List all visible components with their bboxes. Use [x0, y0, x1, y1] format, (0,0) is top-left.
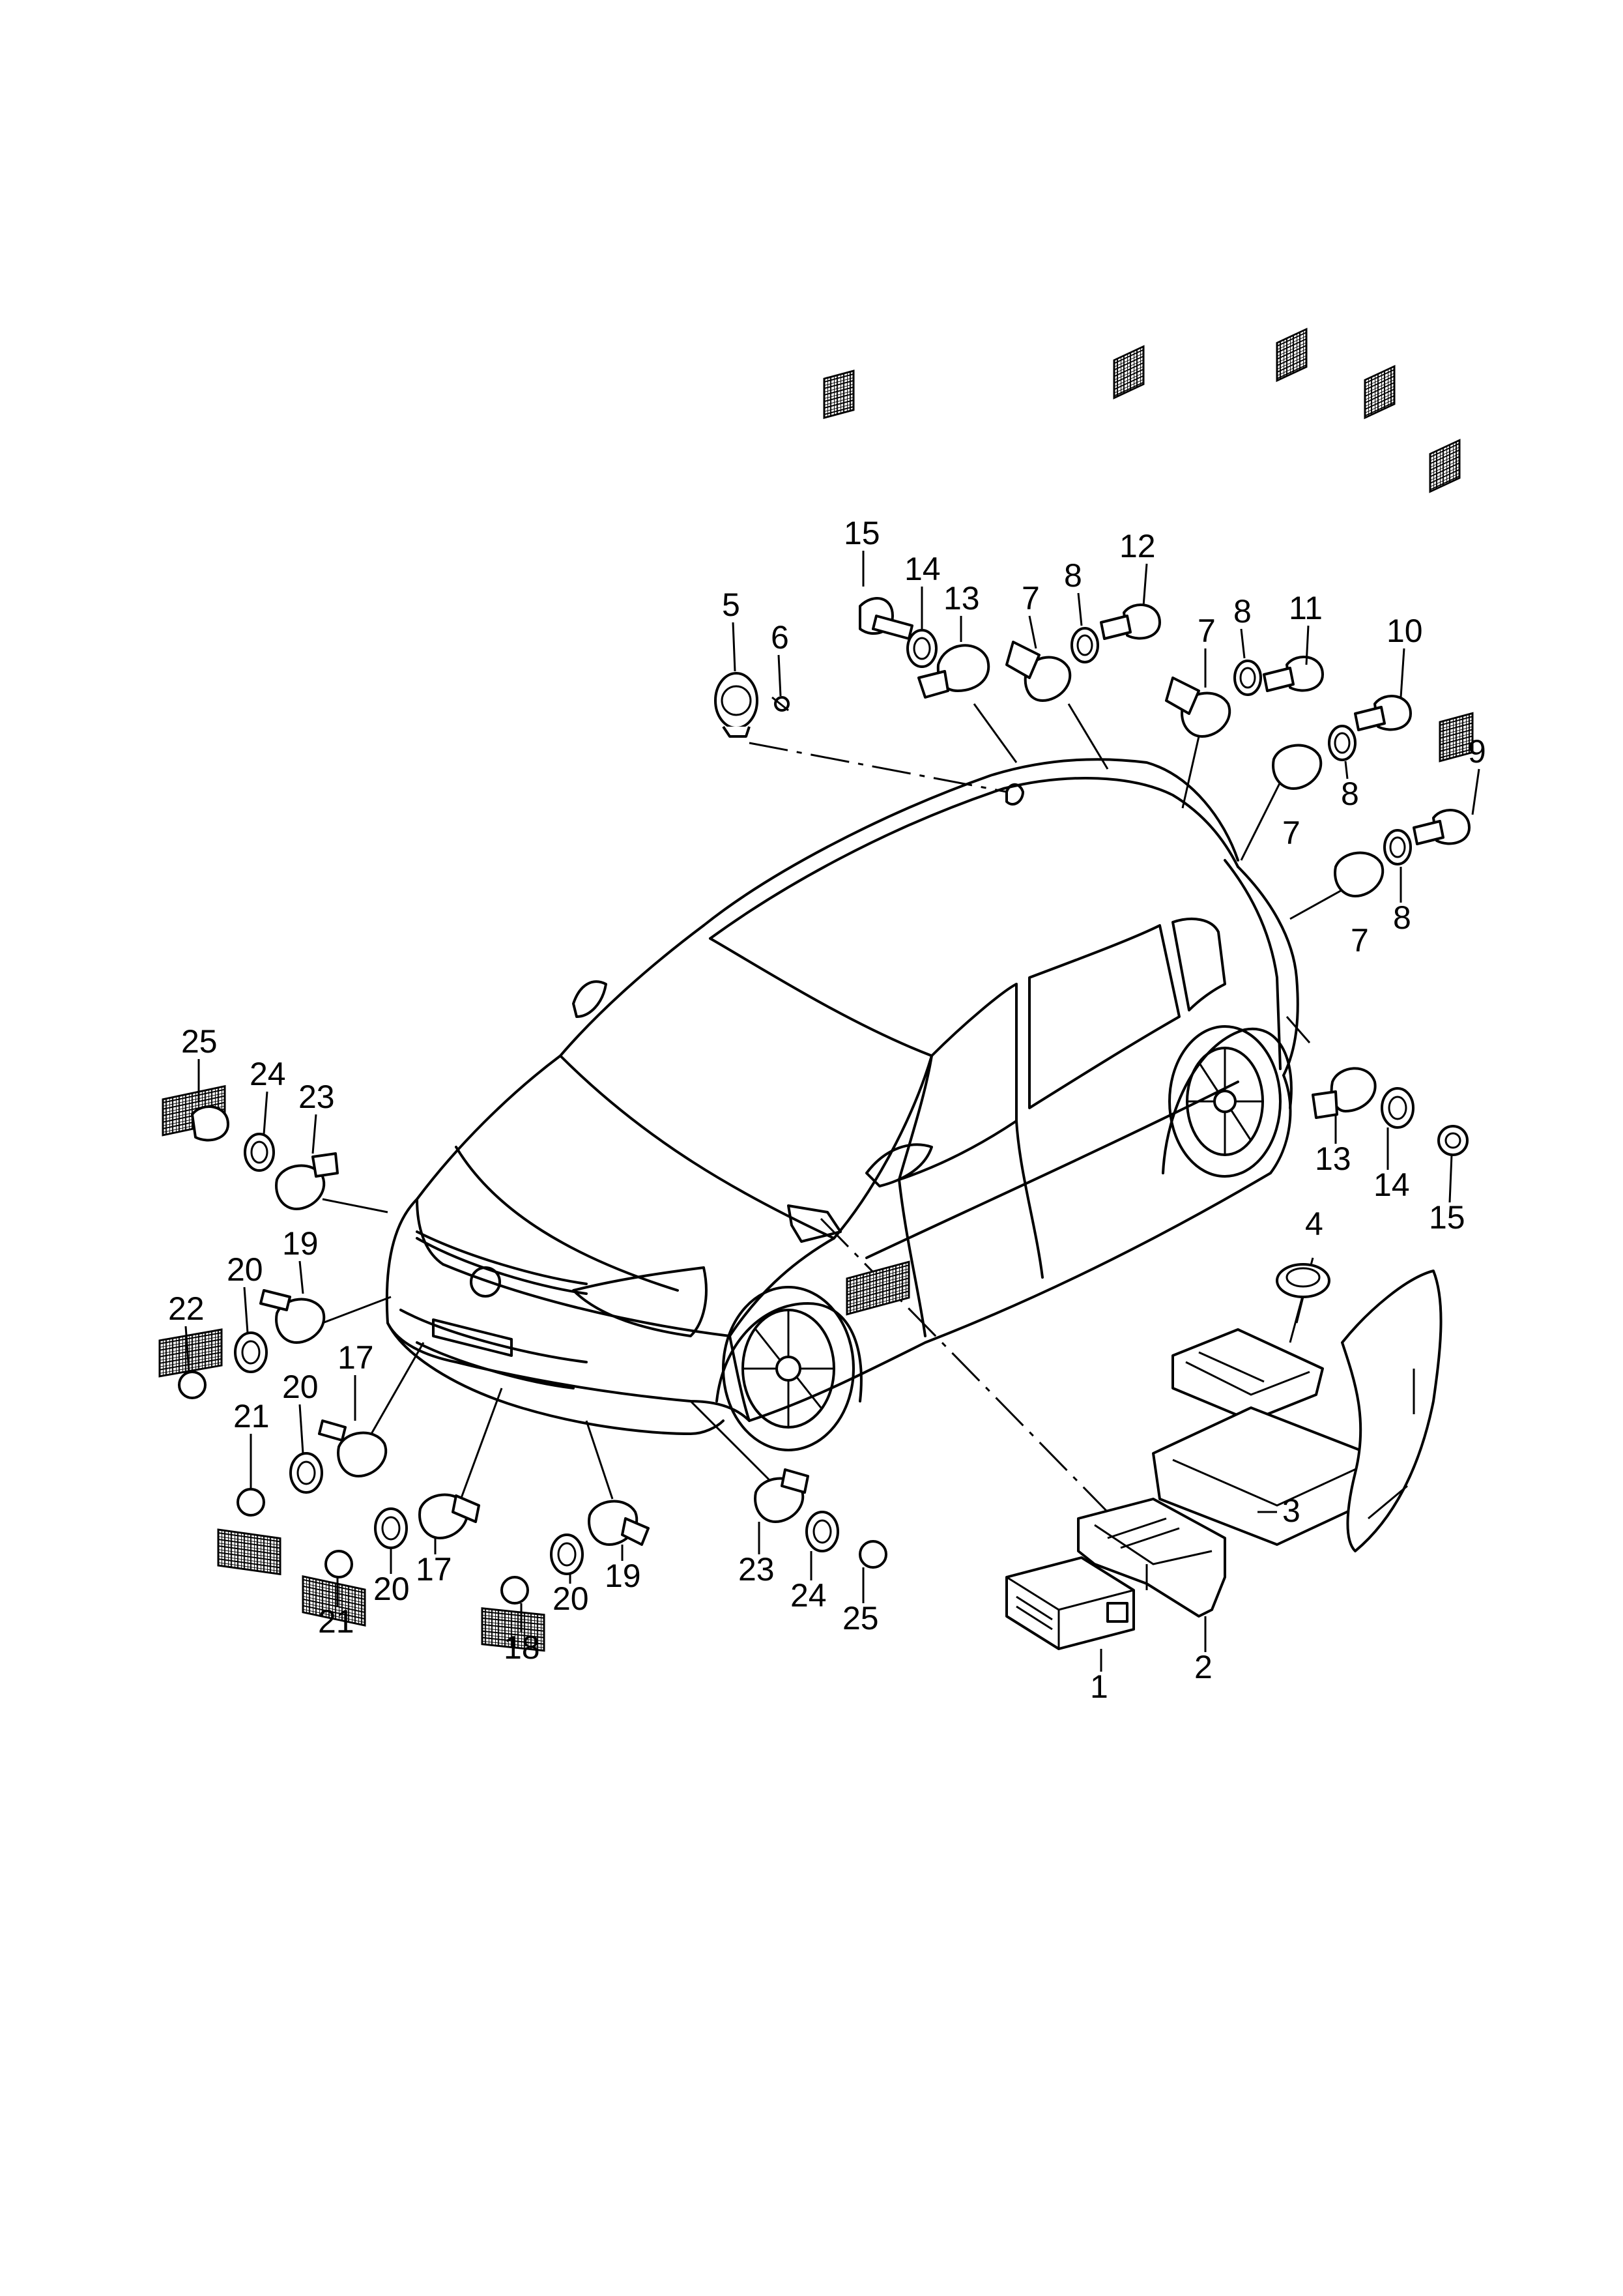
part-sensor-23-front	[275, 1152, 339, 1210]
part-tray-bracket	[1152, 1270, 1443, 1552]
callout-3: 3	[1282, 1492, 1300, 1529]
callout-25-front: 25	[181, 1023, 218, 1060]
callout-19-low: 20	[373, 1571, 410, 1607]
callout-1: 1	[1090, 1668, 1108, 1705]
part-ring-8-top-b	[1233, 660, 1262, 696]
callout-5: 5	[722, 587, 740, 623]
callout-17-low: 17	[416, 1551, 452, 1588]
callout-19-mid: 20	[553, 1580, 589, 1617]
part-sensor-22	[158, 1328, 223, 1399]
part-ring-14-top	[906, 629, 938, 668]
part-ring-24-front	[244, 1133, 275, 1172]
callout-19-left-b: 20	[282, 1369, 319, 1405]
parts	[158, 327, 1474, 1652]
callout-13-rear: 13	[1315, 1141, 1351, 1177]
car-body	[385, 758, 1299, 1451]
callout-15-top: 15	[844, 515, 880, 551]
part-sensor-21-b	[302, 1550, 366, 1627]
callout-21-a: 21	[233, 1398, 270, 1434]
part-sensor-12	[1100, 345, 1161, 640]
callout-23-front: 23	[298, 1079, 335, 1115]
callout-21-b: 21	[318, 1603, 354, 1640]
part-sensor-25-right	[846, 1260, 910, 1569]
callout-15-rear: 15	[1429, 1199, 1465, 1236]
callout-10: 10	[1386, 613, 1423, 649]
callout-17-left: 17	[338, 1339, 374, 1376]
part-sensor-7-mid-b	[1334, 851, 1385, 897]
label-ticks	[184, 551, 1480, 1672]
part-sensor-11	[1263, 327, 1324, 692]
callout-7-top-a: 7	[1022, 580, 1040, 617]
part-sensor-20	[481, 1576, 545, 1652]
callout-4: 4	[1305, 1206, 1323, 1242]
callout-9: 9	[1468, 733, 1486, 770]
part-ring-24-right	[805, 1511, 839, 1552]
part-sensor-10	[1354, 364, 1412, 731]
part-sensor-18-mid	[588, 1500, 650, 1546]
part-sensor-13-rear	[1312, 1067, 1377, 1119]
callout-14-rear: 14	[1373, 1167, 1410, 1203]
part-ring-19-left-a	[234, 1331, 268, 1373]
callout-18-mid: 19	[605, 1558, 641, 1594]
part-sensor-21-a	[217, 1488, 281, 1576]
part-ring-8-top-a	[1070, 627, 1099, 663]
callout-22: 22	[168, 1290, 205, 1327]
part-sensor-17-left	[318, 1419, 388, 1477]
part-sensor-25-front	[162, 1084, 229, 1142]
callout-24-right: 24	[790, 1577, 827, 1614]
part-horn-4	[1276, 1263, 1330, 1324]
callout-7-mid-b: 7	[1351, 922, 1369, 959]
callout-8-top-b: 8	[1233, 593, 1252, 630]
part-ring-14-rear	[1381, 1087, 1415, 1129]
part-ring-19-left-b	[289, 1452, 323, 1494]
callout-6: 6	[771, 619, 789, 656]
callout-14-top: 14	[904, 551, 941, 587]
part-sensor-18-left	[259, 1289, 326, 1344]
callout-25-right: 25	[842, 1600, 879, 1636]
part-sensor-7-top-b	[1165, 676, 1231, 738]
part-ring-8-mid-a	[1328, 725, 1357, 761]
part-sensor-23-right	[754, 1468, 809, 1523]
part-sensor-7-top-a	[1005, 641, 1072, 702]
part-bracket-2	[1077, 1498, 1226, 1618]
part-ring-19-mid	[550, 1533, 584, 1575]
part-sensor-17-low	[418, 1493, 480, 1539]
part-buzzer	[714, 672, 758, 738]
callout-12: 12	[1119, 528, 1156, 564]
part-ring-19-low	[374, 1507, 408, 1549]
callout-7-mid-a: 7	[1282, 815, 1300, 851]
callout-8-top-a: 8	[1064, 557, 1082, 594]
part-sensor-15-rear	[1437, 712, 1474, 1156]
callout-18-left: 19	[282, 1225, 319, 1262]
part-ring-8-mid-b	[1383, 829, 1412, 865]
callout-11: 11	[1289, 590, 1323, 626]
part-control-unit-1	[1005, 1556, 1135, 1650]
callout-24-front: 24	[250, 1056, 286, 1092]
callout-2: 2	[1194, 1649, 1213, 1685]
callout-8-mid-a: 8	[1341, 776, 1359, 812]
callout-13-top: 13	[943, 580, 980, 617]
part-sensor-9	[1413, 439, 1471, 845]
callout-labels: 15 14 13 7 8 12 7 8 11 10 5 6 8 7 9 8 7 …	[168, 515, 1486, 1705]
callout-8-mid-b: 8	[1393, 899, 1411, 936]
part-sensor-7-mid-a	[1272, 744, 1323, 790]
part-sensor-13-top	[917, 644, 990, 699]
callout-7-top-b: 7	[1198, 613, 1216, 649]
part-sensor-15-top	[823, 370, 913, 640]
part-screw-6	[771, 696, 790, 712]
leader-lines	[322, 703, 1349, 1513]
callout-20: 18	[504, 1629, 540, 1666]
callout-19-left-a: 20	[227, 1251, 263, 1288]
callout-23-right: 23	[738, 1551, 775, 1588]
